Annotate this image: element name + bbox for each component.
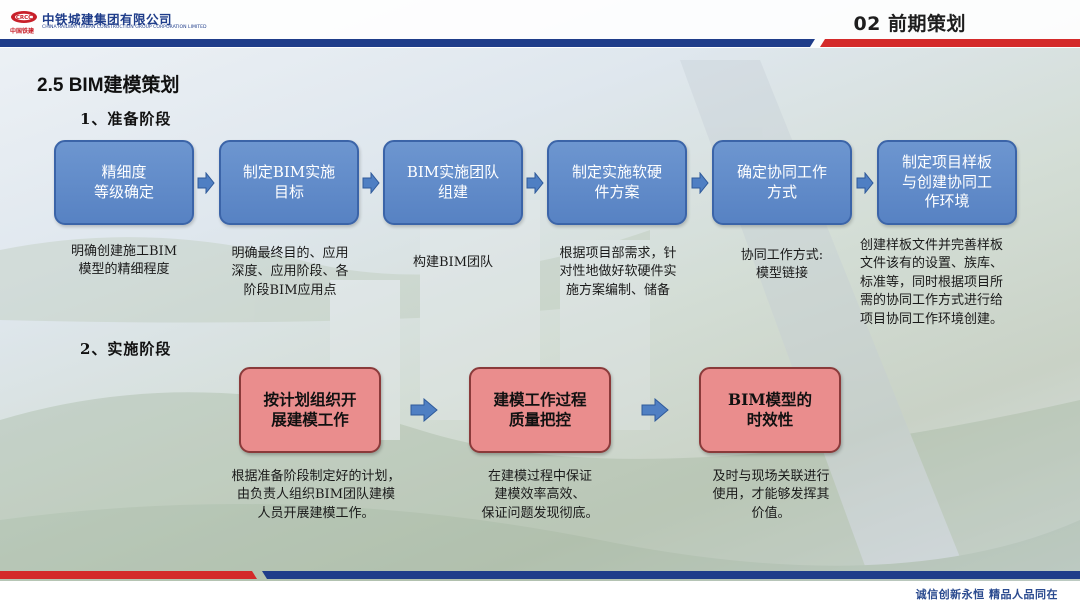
phase1-step-3-box: BIM实施团队 组建 bbox=[383, 140, 523, 225]
arrow-right-icon bbox=[641, 398, 669, 422]
arrow-right-icon bbox=[197, 172, 215, 194]
phase1-step-5-desc: 协同工作方式: 模型链接 bbox=[740, 248, 824, 282]
phase-2-label: 2、实施阶段 bbox=[80, 340, 172, 358]
svg-text:CRCC: CRCC bbox=[16, 15, 32, 21]
section-title: 2.5 BIM建模策划 bbox=[37, 75, 180, 96]
phase2-step-2-title: 建模工作过程 质量把控 bbox=[493, 389, 587, 429]
company-name: 中铁城建集团有限公司 bbox=[42, 12, 173, 27]
arrow-right-icon bbox=[362, 172, 380, 194]
header-stripes bbox=[0, 39, 1080, 47]
phase2-step-1-title: 按计划组织开 展建模工作 bbox=[263, 389, 357, 429]
phase2-step-3-box: BIM模型的 时效性 bbox=[699, 367, 841, 453]
phase1-step-2-box: 制定BIM实施 目标 bbox=[219, 140, 359, 225]
phase1-step-2-title: 制定BIM实施 目标 bbox=[242, 163, 336, 201]
company-logo: CRCC 中国铁建 中铁城建集团有限公司 CHINA RAILWAY URBAN… bbox=[10, 8, 207, 36]
arrow-right-icon bbox=[526, 172, 544, 194]
phase1-step-2-desc: 明确最终目的、应用 深度、应用阶段、各 阶段BIM应用点 bbox=[231, 246, 349, 298]
phase1-step-6-title: 制定项目样板 与创建协同工 作环境 bbox=[901, 153, 992, 211]
footer-slogan: 诚信创新永恒 精品人品同在 bbox=[915, 588, 1058, 601]
phase1-step-1-desc: 明确创建施工BIM 模型的精细程度 bbox=[71, 244, 177, 278]
phase1-step-3-desc: 构建BIM团队 bbox=[413, 255, 493, 270]
phase1-step-5-title: 确定协同工作 方式 bbox=[736, 163, 827, 201]
footer-bar: 诚信创新永恒 精品人品同在 bbox=[0, 581, 1080, 607]
phase2-step-1-desc: 根据准备阶段制定好的计划， 由负责人组织BIM团队建模 人员开展建模工作。 bbox=[231, 469, 401, 521]
arrow-right-icon bbox=[691, 172, 709, 194]
crcc-logo-icon: CRCC bbox=[11, 11, 37, 23]
company-name-en: CHINA RAILWAY URBAN CONSTRUCTION GROUP C… bbox=[42, 25, 207, 30]
phase1-step-4-box: 制定实施软硬 件方案 bbox=[547, 140, 687, 225]
page-section-tag: 02 前期策划 bbox=[853, 13, 966, 35]
phase1-step-6-desc: 创建样板文件并完善样板 文件该有的设置、族库、 标准等，同时根据项目所 需的协同… bbox=[860, 238, 1004, 327]
phase2-step-3-desc: 及时与现场关联进行 使用，才能够发挥其 价值。 bbox=[712, 469, 830, 521]
phase1-step-5-box: 确定协同工作 方式 bbox=[712, 140, 852, 225]
phase2-step-2-box: 建模工作过程 质量把控 bbox=[469, 367, 611, 453]
phase2-step-2-desc: 在建模过程中保证 建模效率高效、 保证问题发现彻底。 bbox=[481, 469, 599, 521]
phase1-step-6-box: 制定项目样板 与创建协同工 作环境 bbox=[877, 140, 1017, 225]
arrow-right-icon bbox=[856, 172, 874, 194]
phase1-step-4-title: 制定实施软硬 件方案 bbox=[571, 163, 662, 201]
phase1-step-3-title: BIM实施团队 组建 bbox=[406, 163, 500, 201]
phase1-step-4-desc: 根据项目部需求，针 对性地做好软硬件实 施方案编制、储备 bbox=[559, 246, 677, 298]
phase2-step-1-box: 按计划组织开 展建模工作 bbox=[239, 367, 381, 453]
phase2-step-3-title: BIM模型的 时效性 bbox=[727, 389, 812, 429]
phase-1-label: 1、准备阶段 bbox=[80, 110, 172, 128]
footer-stripes bbox=[0, 571, 1080, 579]
phase1-step-1-box: 精细度 等级确定 bbox=[54, 140, 194, 225]
phase1-step-1-title: 精细度 等级确定 bbox=[93, 163, 154, 201]
arrow-right-icon bbox=[410, 398, 438, 422]
logo-small-text: 中国铁建 bbox=[10, 28, 35, 35]
